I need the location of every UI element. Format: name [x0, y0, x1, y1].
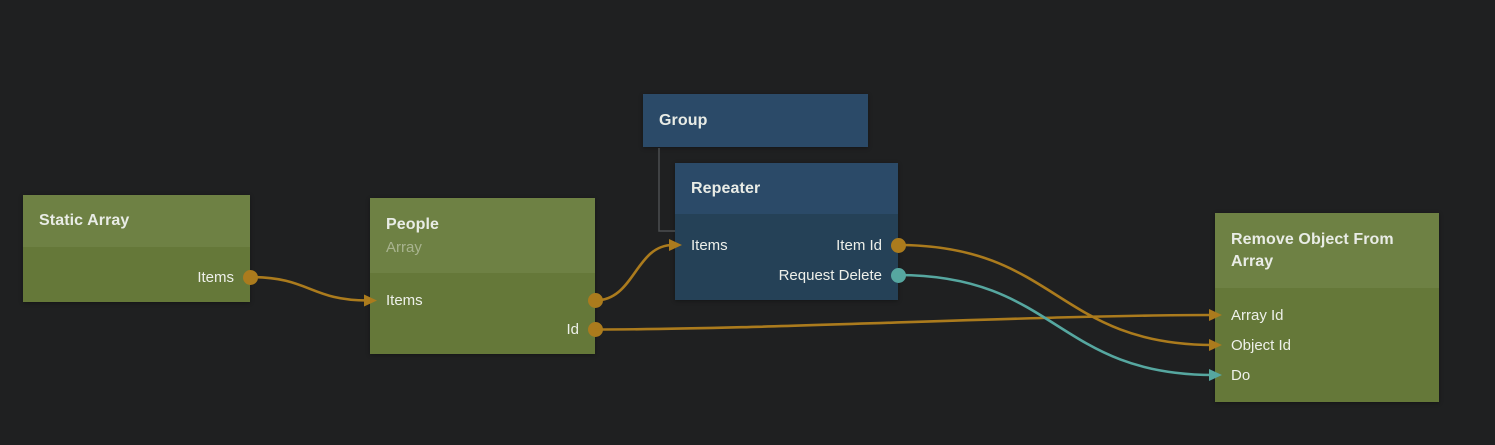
output-port-dot[interactable]: [891, 237, 906, 253]
node-header[interactable]: People Array: [370, 198, 595, 273]
node-title: Remove Object From Array: [1231, 230, 1394, 270]
node-remove-object-from-array[interactable]: Remove Object From Array Array Id Object…: [1215, 213, 1439, 402]
node-title: People: [386, 215, 440, 233]
wire-static-array.0-to-people.0[interactable]: [249, 275, 369, 302]
node-group[interactable]: Group: [643, 94, 868, 147]
port-label: Object Id: [1231, 336, 1292, 354]
wire-people.0-to-repeater.0[interactable]: [594, 243, 674, 302]
port-items-itemid[interactable]: Items Item Id: [675, 230, 906, 260]
node-title: Repeater: [691, 179, 761, 197]
wire-people.1-to-remove-object-from-array.0[interactable]: [594, 313, 1214, 331]
output-port-dot[interactable]: [891, 267, 906, 283]
node-body: Items Id: [370, 273, 603, 354]
port-do-input[interactable]: Do: [1215, 360, 1439, 390]
wire-repeater.0-to-remove-object-from-array.1[interactable]: [897, 243, 1214, 347]
node-header[interactable]: Remove Object From Array: [1215, 213, 1439, 288]
node-subtitle: Array: [386, 238, 422, 256]
port-items-output[interactable]: Items: [23, 262, 258, 292]
output-port-dot[interactable]: [588, 322, 603, 337]
node-header[interactable]: Repeater: [675, 163, 898, 214]
port-label: Item Id: [836, 236, 882, 254]
port-id-output[interactable]: Id: [370, 315, 603, 344]
node-repeater[interactable]: Repeater Items Item Id Request Delete: [675, 163, 906, 300]
hierarchy-line-group-repeater: [658, 148, 675, 232]
node-body: Array Id Object Id Do: [1215, 288, 1439, 402]
wire-repeater.1-to-remove-object-from-array.2[interactable]: [897, 273, 1214, 377]
node-title: Static Array: [39, 212, 130, 229]
port-label: Do: [1231, 366, 1251, 384]
output-port-dot[interactable]: [243, 269, 258, 285]
port-label: Id: [566, 321, 579, 338]
node-static-array[interactable]: Static Array Items: [23, 195, 258, 302]
port-object-id-input[interactable]: Object Id: [1215, 330, 1439, 360]
port-label: Items: [197, 268, 234, 286]
node-title: Group: [659, 111, 708, 129]
output-port-dot[interactable]: [588, 293, 603, 308]
node-body: Items: [23, 247, 258, 302]
port-label: Array Id: [1231, 306, 1284, 324]
port-label: Items: [386, 292, 423, 309]
port-label: Items: [691, 236, 728, 254]
node-people[interactable]: People Array Items Id: [370, 198, 603, 354]
node-header[interactable]: Static Array: [23, 195, 250, 247]
node-header[interactable]: Group: [643, 94, 868, 147]
port-items[interactable]: Items: [370, 286, 603, 315]
node-body: Items Item Id Request Delete: [675, 214, 906, 300]
port-label: Request Delete: [778, 266, 882, 284]
port-array-id-input[interactable]: Array Id: [1215, 300, 1439, 330]
port-request-delete-output[interactable]: Request Delete: [675, 260, 906, 290]
